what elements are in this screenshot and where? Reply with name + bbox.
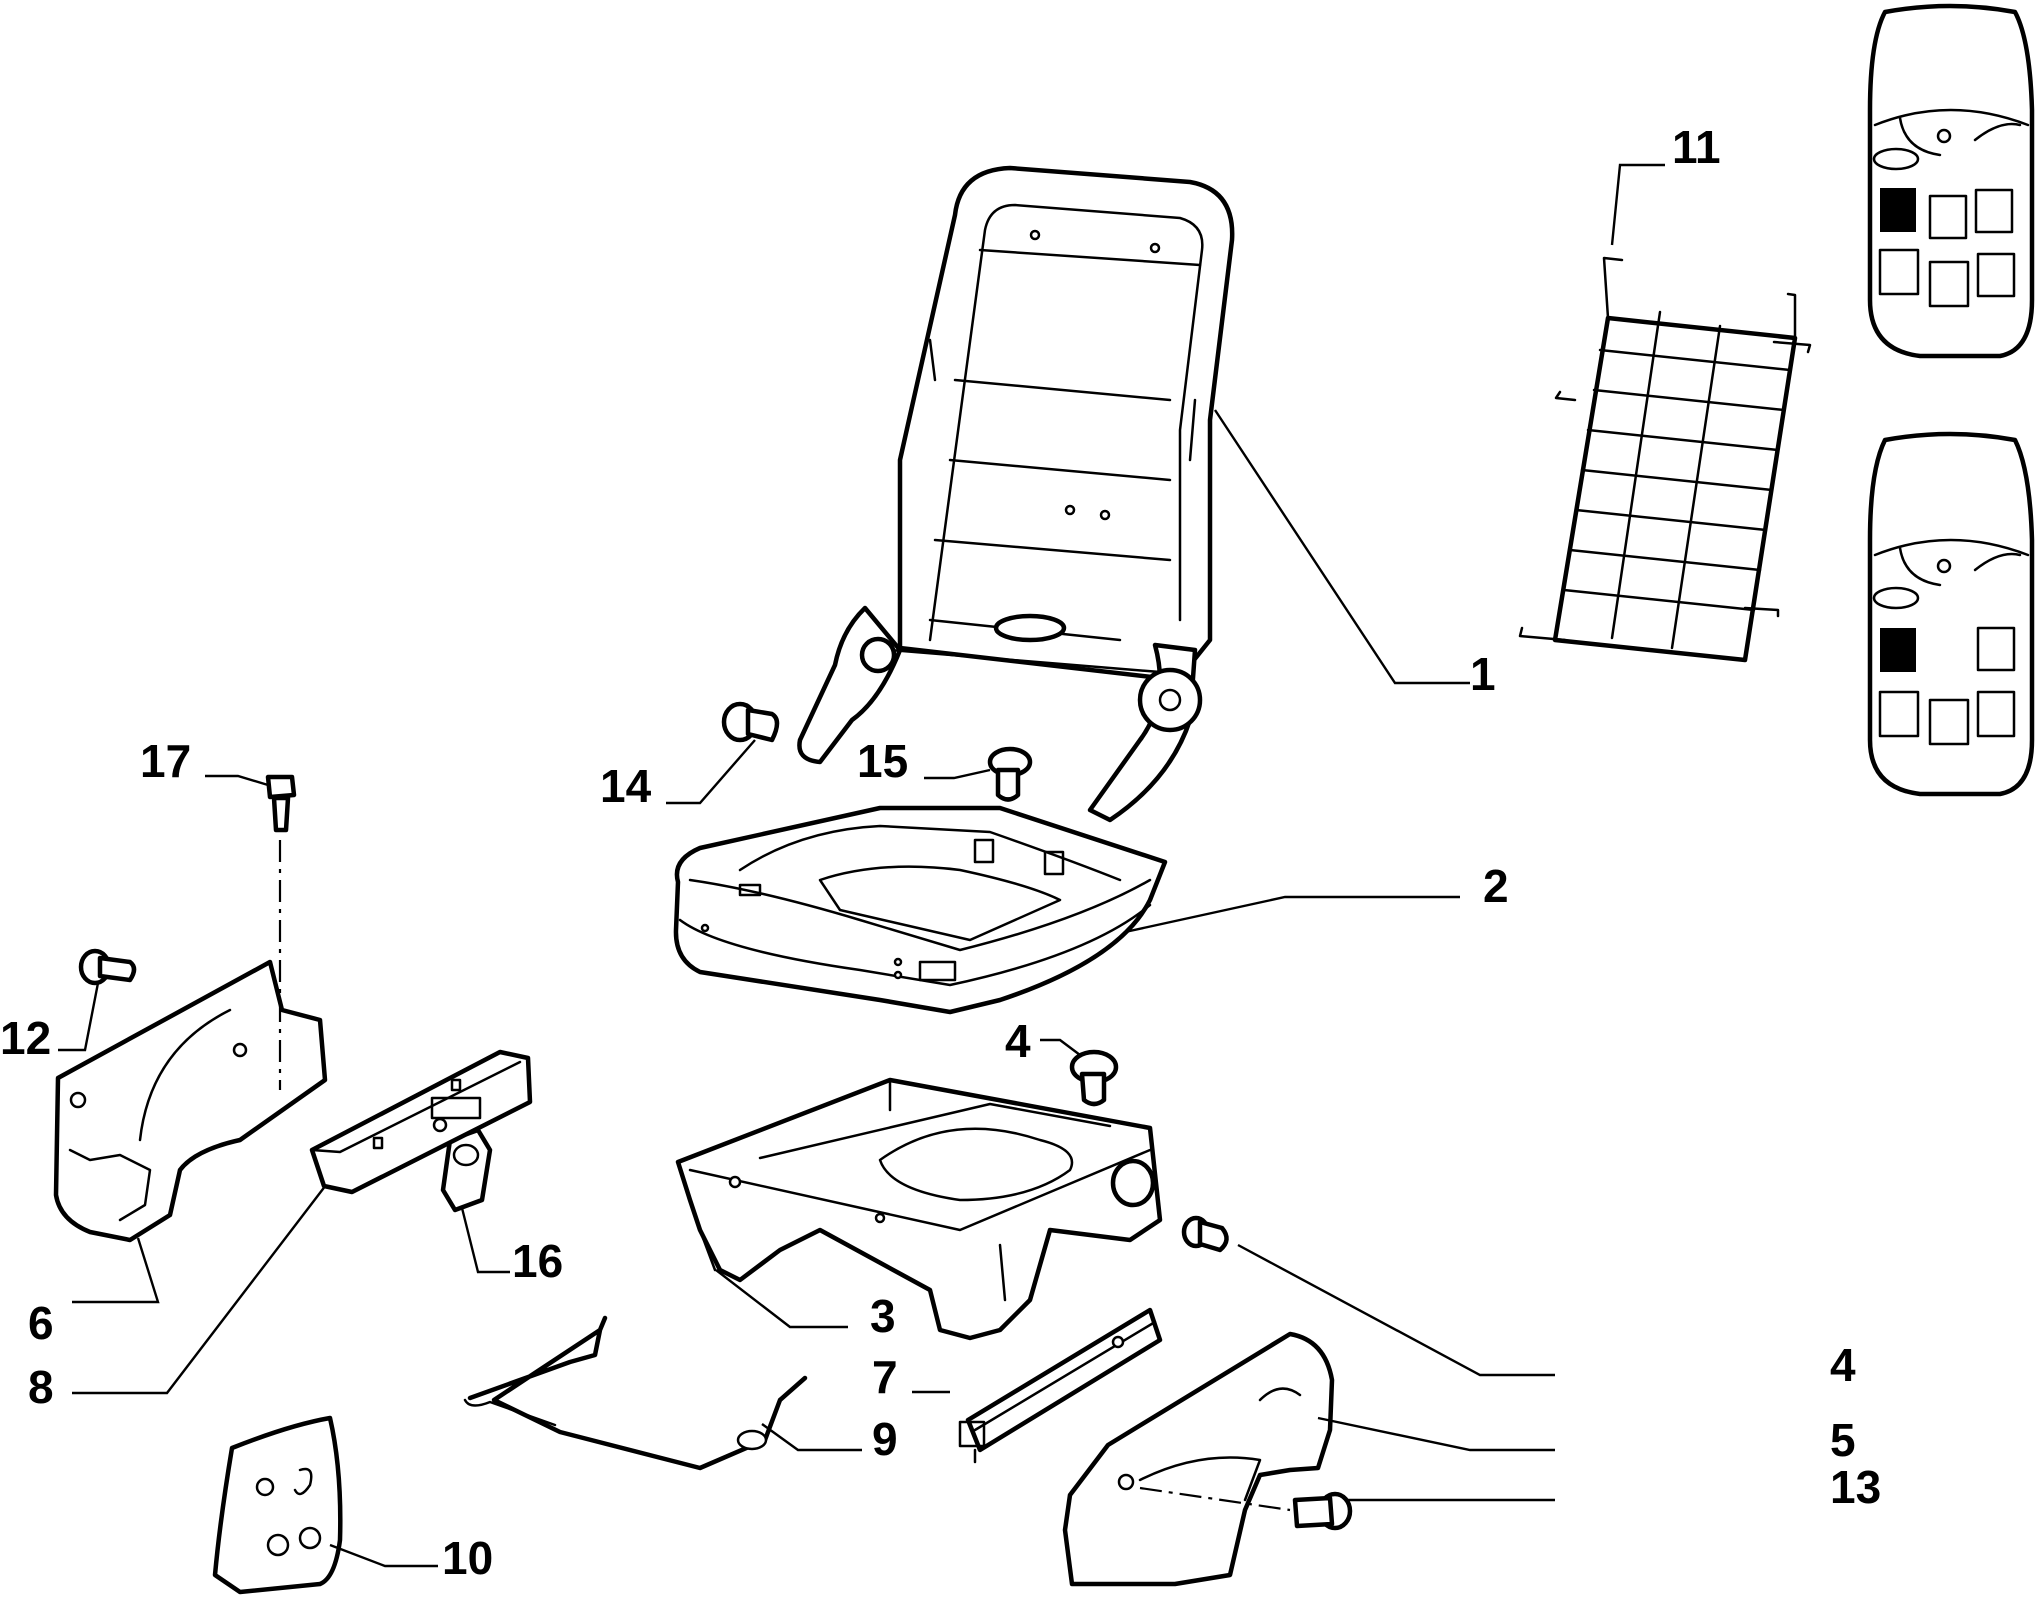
callout-12: 12 bbox=[0, 1012, 51, 1064]
callout-2: 2 bbox=[1483, 860, 1509, 912]
callout-17: 17 bbox=[140, 735, 191, 787]
callout-10: 10 bbox=[442, 1532, 493, 1584]
screw-4-upper bbox=[1069, 1049, 1119, 1107]
callout-15: 15 bbox=[857, 735, 908, 787]
callout-1: 1 bbox=[1470, 648, 1496, 700]
seat-track-rail-left bbox=[309, 1049, 533, 1195]
callout-6: 6 bbox=[28, 1297, 54, 1349]
screw-14 bbox=[721, 701, 780, 743]
callout-16: 16 bbox=[512, 1235, 563, 1287]
side-cover-left bbox=[53, 959, 328, 1243]
vehicle-seat-map-icon bbox=[1867, 431, 2035, 797]
screw-13 bbox=[1139, 1486, 1353, 1531]
callout-7: 7 bbox=[872, 1351, 898, 1403]
callout-8: 8 bbox=[28, 1361, 54, 1413]
callout-11: 11 bbox=[1672, 121, 1721, 173]
callout-4-lower: 4 bbox=[1830, 1339, 1856, 1391]
side-cover-right bbox=[1062, 1331, 1335, 1587]
callout-5: 5 bbox=[1830, 1414, 1856, 1466]
callout-4-upper: 4 bbox=[1005, 1015, 1031, 1067]
screw-15 bbox=[987, 746, 1033, 802]
callout-labels: 1 2 3 4 4 5 6 7 8 9 10 11 12 13 14 15 16… bbox=[0, 121, 1881, 1584]
leader-lines bbox=[58, 163, 1665, 1568]
callout-3: 3 bbox=[870, 1290, 896, 1342]
callout-14: 14 bbox=[600, 760, 652, 812]
seatback-frame bbox=[797, 165, 1235, 823]
seat-base-frame bbox=[675, 1077, 1163, 1341]
callout-13: 13 bbox=[1830, 1461, 1881, 1513]
nut-16 bbox=[440, 1127, 493, 1213]
screw-4-lower bbox=[1181, 1215, 1229, 1253]
seat-track-rail-right bbox=[958, 1307, 1163, 1464]
callout-9: 9 bbox=[872, 1413, 898, 1465]
clip-set-bag bbox=[212, 1415, 343, 1595]
seatback-spring-mat bbox=[1518, 256, 1812, 663]
seat-cushion-frame bbox=[673, 805, 1168, 1015]
vehicle-seat-map-icon bbox=[1867, 3, 2035, 359]
release-rod bbox=[463, 1315, 808, 1471]
screw-12 bbox=[78, 948, 137, 986]
bolt-17 bbox=[265, 774, 297, 1090]
